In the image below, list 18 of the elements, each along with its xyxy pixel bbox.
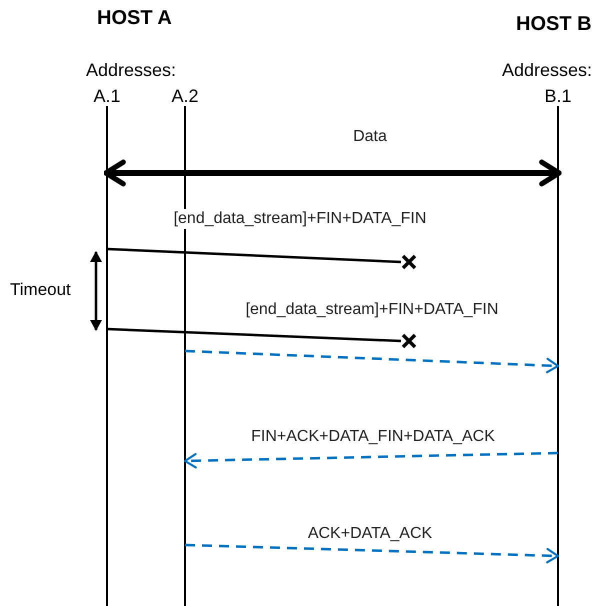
host-title: HOST B (516, 12, 592, 36)
data-flow-arrow (103, 160, 562, 186)
lost-message-cross (401, 254, 417, 270)
edge-label: [end_data_stream]+FIN+DATA_FIN (244, 300, 500, 320)
edge-label: FIN+ACK+DATA_FIN+DATA_ACK (249, 427, 497, 447)
host-title: HOST A (97, 6, 172, 30)
addresses-heading: Addresses: (502, 59, 592, 82)
lost-message-cross (401, 333, 417, 349)
address-label: A.1 (93, 86, 121, 106)
address-label: B.1 (544, 86, 572, 106)
message-arrow (184, 452, 558, 468)
message-arrow (184, 350, 560, 374)
message-arrow (184, 544, 560, 564)
timeout-label: Timeout (10, 279, 71, 301)
address-label: A.2 (171, 86, 199, 106)
edge-label: ACK+DATA_ACK (306, 524, 434, 544)
edge-label: [end_data_stream]+FIN+DATA_FIN (172, 209, 428, 229)
addresses-heading: Addresses: (86, 59, 176, 82)
